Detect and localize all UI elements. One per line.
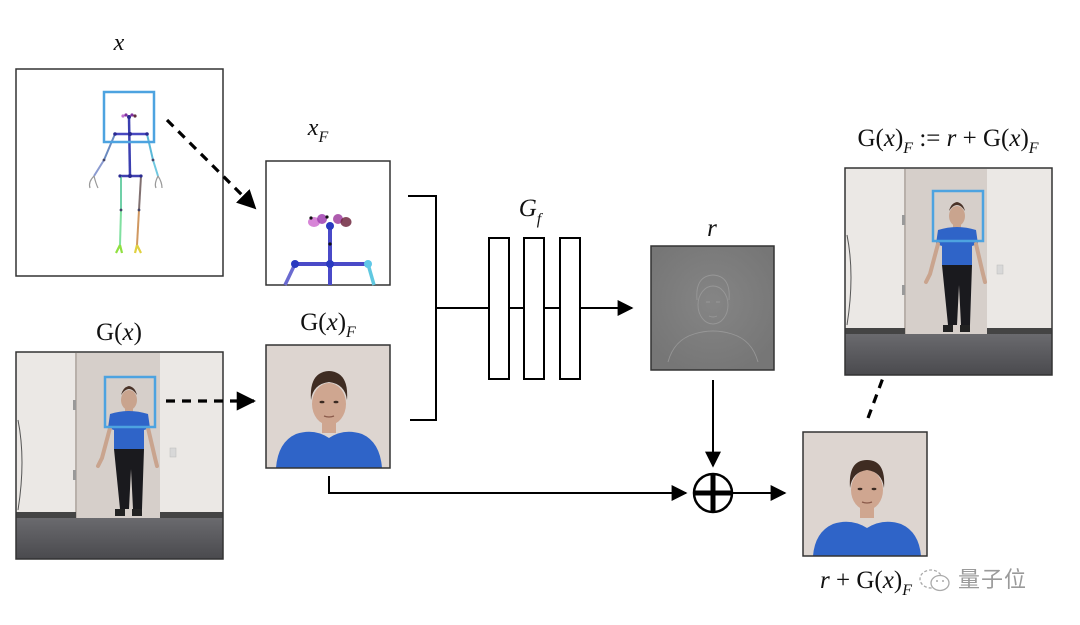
label-Gf: Gf xyxy=(519,195,544,228)
generator-Gf-network xyxy=(488,237,581,380)
panel-xF-face-pose xyxy=(265,160,391,286)
person-figure-icon xyxy=(96,386,159,516)
label-output-assignment: G(x)F := r + G(x)F xyxy=(857,125,1038,157)
face-portrait-icon xyxy=(813,460,921,556)
face-pose-icon xyxy=(283,214,376,286)
plus-circle-icon xyxy=(692,472,734,514)
panel-enhanced-face xyxy=(802,431,928,557)
watermark: 量子位 xyxy=(918,562,1027,594)
panel-output-frame xyxy=(844,167,1053,376)
label-r: r xyxy=(707,215,717,242)
panel-r-residual xyxy=(650,245,775,371)
panel-GxF-face-crop xyxy=(265,344,391,469)
label-x: x xyxy=(113,30,125,56)
label-xF: xF xyxy=(307,115,329,146)
network-layer-3 xyxy=(559,237,581,380)
panel-x-skeleton xyxy=(15,68,224,277)
residual-face-outline-icon xyxy=(667,274,759,363)
label-r-plus-GxF: r + G(x)F xyxy=(820,567,912,599)
stick-figure-icon xyxy=(88,113,163,254)
dashed-arrow-x-to-xF xyxy=(165,118,257,210)
label-GxF: G(x)F xyxy=(300,309,356,341)
label-Gx: G(x) xyxy=(96,319,142,346)
crop-box-output xyxy=(931,189,985,243)
crop-box-Gx xyxy=(103,375,157,429)
merge-bracket xyxy=(408,195,488,421)
crop-box-x xyxy=(102,90,156,144)
face-portrait-icon xyxy=(276,371,382,468)
wechat-icon xyxy=(919,569,950,592)
network-layer-2 xyxy=(523,237,545,380)
skip-connection-GxF-to-sum xyxy=(328,476,688,501)
network-layer-1 xyxy=(488,237,510,380)
panel-Gx-generated-frame xyxy=(15,351,224,560)
person-figure-icon xyxy=(924,202,987,332)
watermark-text: 量子位 xyxy=(958,568,1028,593)
